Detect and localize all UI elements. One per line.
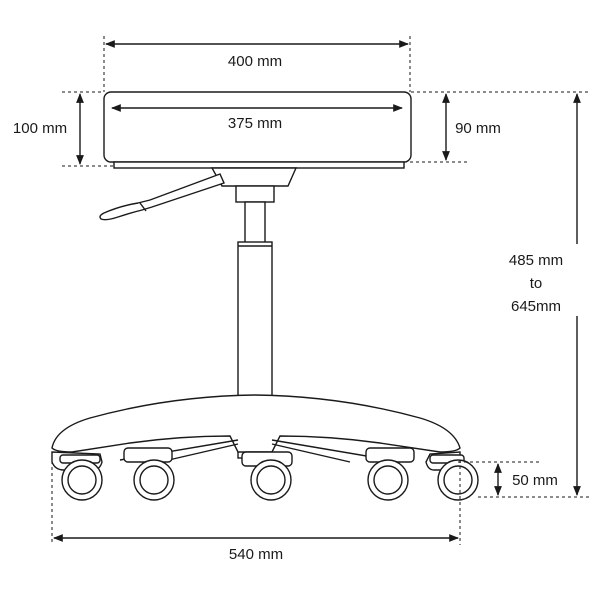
- extension-lines: [51, 36, 590, 545]
- gas-lever-grip-line: [139, 202, 147, 212]
- seat-base-plate: [113, 161, 405, 169]
- dimension-arrows: [53, 40, 581, 542]
- label-overall-height-line2: to: [530, 275, 543, 292]
- label-base-width: 540 mm: [229, 546, 283, 563]
- dimension-labels: 400 mm 375 mm 100 mm 90 mm 485 mm to 645…: [13, 53, 600, 563]
- piston-rod: [244, 201, 266, 245]
- column-collar: [235, 185, 275, 203]
- caster-5: [425, 451, 479, 501]
- caster-3: [241, 451, 293, 501]
- label-overall-height-line3: 645mm: [511, 298, 561, 315]
- caster-2: [123, 447, 175, 501]
- caster-4: [365, 447, 415, 501]
- label-caster-height: 50 mm: [512, 472, 558, 489]
- label-seat-height-total: 100 mm: [13, 120, 67, 137]
- gas-lever: [99, 173, 225, 221]
- stool: [51, 91, 479, 501]
- label-seat-width-outer: 400 mm: [228, 53, 282, 70]
- caster-1: [51, 451, 103, 501]
- label-seat-width-inner: 375 mm: [228, 115, 282, 132]
- label-seat-cushion-height: 90 mm: [455, 120, 501, 137]
- star-base: [51, 394, 461, 453]
- label-overall-height-line1: 485 mm: [509, 252, 563, 269]
